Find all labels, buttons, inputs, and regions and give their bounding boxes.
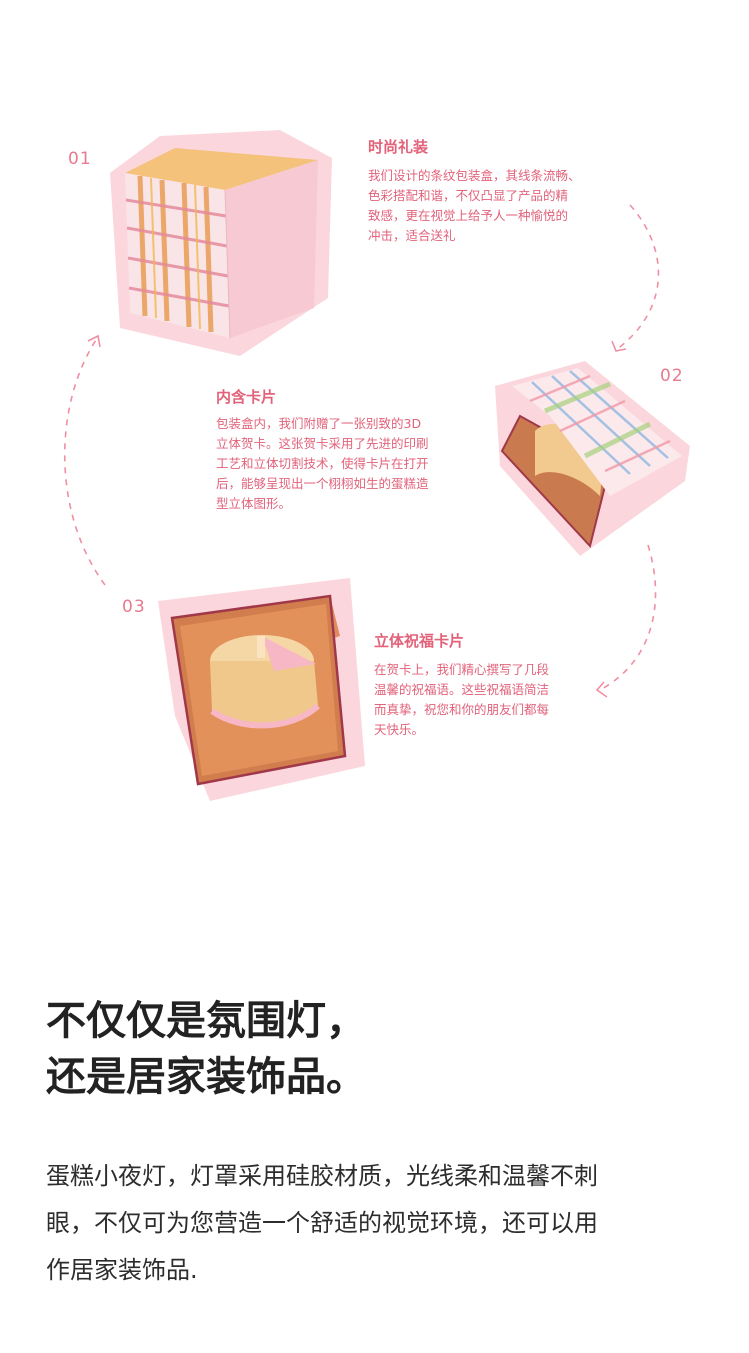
pop-up-card-image (495, 361, 690, 556)
feature-title-01: 时尚礼装 (368, 138, 429, 156)
feature-desc-02: 包装盒内，我们附赠了一张别致的3D 立体贺卡。这张贺卡采用了先进的印刷 工艺和立… (216, 416, 429, 511)
greeting-card-image (158, 578, 365, 801)
feature-number-01: 01 (68, 149, 92, 169)
arrow-01-to-02 (615, 204, 660, 351)
section-description: 蛋糕小夜灯，灯罩采用硅胶材质，光线柔和温馨不刺 眼，不仅可为您营造一个舒适的视觉… (46, 1162, 598, 1284)
feature-title-02: 内含卡片 (216, 388, 277, 406)
section-headline: 不仅仅是氛围灯， 还是居家装饰品。 (46, 998, 366, 1100)
feature-number-03: 03 (122, 597, 146, 617)
feature-desc-01: 我们设计的条纹包装盒，其线条流畅、 色彩搭配和谐，不仅凸显了产品的精 致感，更在… (368, 168, 581, 243)
feature-number-02: 02 (660, 366, 684, 386)
arrowhead-02 (611, 340, 627, 352)
arrowhead-01 (87, 334, 101, 348)
arrowhead-03 (595, 681, 608, 698)
cycle-arrows (64, 204, 660, 698)
gift-box-image (110, 130, 332, 356)
feature-desc-03: 在贺卡上，我们精心撰写了几段 温馨的祝福语。这些祝福语简洁 而真挚，祝您和你的朋… (374, 662, 550, 737)
arrow-03-to-01 (64, 336, 106, 586)
feature-title-03: 立体祝福卡片 (374, 632, 465, 650)
arrow-02-to-03 (599, 544, 657, 691)
